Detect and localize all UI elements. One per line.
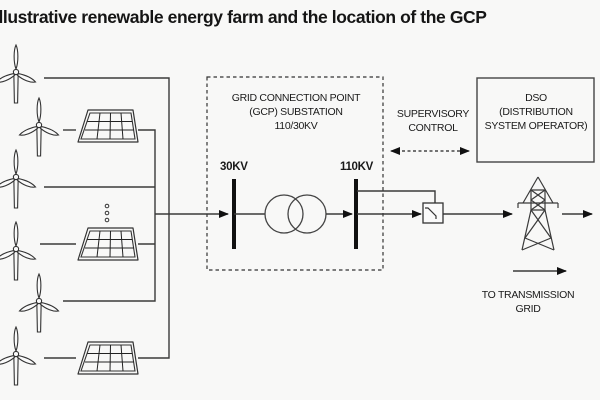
dso-box (476, 77, 595, 163)
supervisory-label-line2: CONTROL (408, 122, 458, 134)
gcp-substation-boundary (206, 76, 384, 271)
diagram-title: Illustrative renewable energy farm and t… (0, 7, 487, 27)
gcp-label-line3: 110/30KV (275, 120, 318, 132)
switch-meter-icon (422, 202, 444, 224)
transmission-label-line2: GRID (515, 303, 541, 315)
ellipsis-dots (104, 203, 110, 223)
solar-panel-1 (77, 109, 139, 143)
turbine-4 (0, 221, 37, 281)
supervisory-label-line1: SUPERVISORY (397, 108, 469, 120)
bus-30kv-label: 30KV (220, 161, 248, 173)
bus-110kv-label: 110KV (340, 161, 374, 173)
collector-wiring (40, 77, 229, 359)
output-wiring (357, 190, 513, 218)
transmission-tower-icon (517, 176, 559, 251)
dso-label-line1: DSO (525, 92, 547, 104)
turbine-6 (0, 326, 37, 386)
turbine-1 (0, 44, 37, 104)
gcp-label-line1: GRID CONNECTION POINT (232, 92, 361, 104)
solar-panel-3 (77, 341, 139, 375)
turbine-2 (18, 97, 60, 157)
solar-panel-2 (77, 227, 139, 261)
turbine-5 (18, 273, 60, 333)
transformer-icon (234, 194, 353, 234)
turbine-3 (0, 149, 37, 209)
transmission-label-line1: TO TRANSMISSION (482, 289, 575, 301)
dso-label-line2: (DISTRIBUTION (499, 106, 573, 118)
dso-label-line3: SYSTEM OPERATOR) (485, 120, 588, 132)
gcp-label-line2: (GCP) SUBSTATION (249, 106, 342, 118)
